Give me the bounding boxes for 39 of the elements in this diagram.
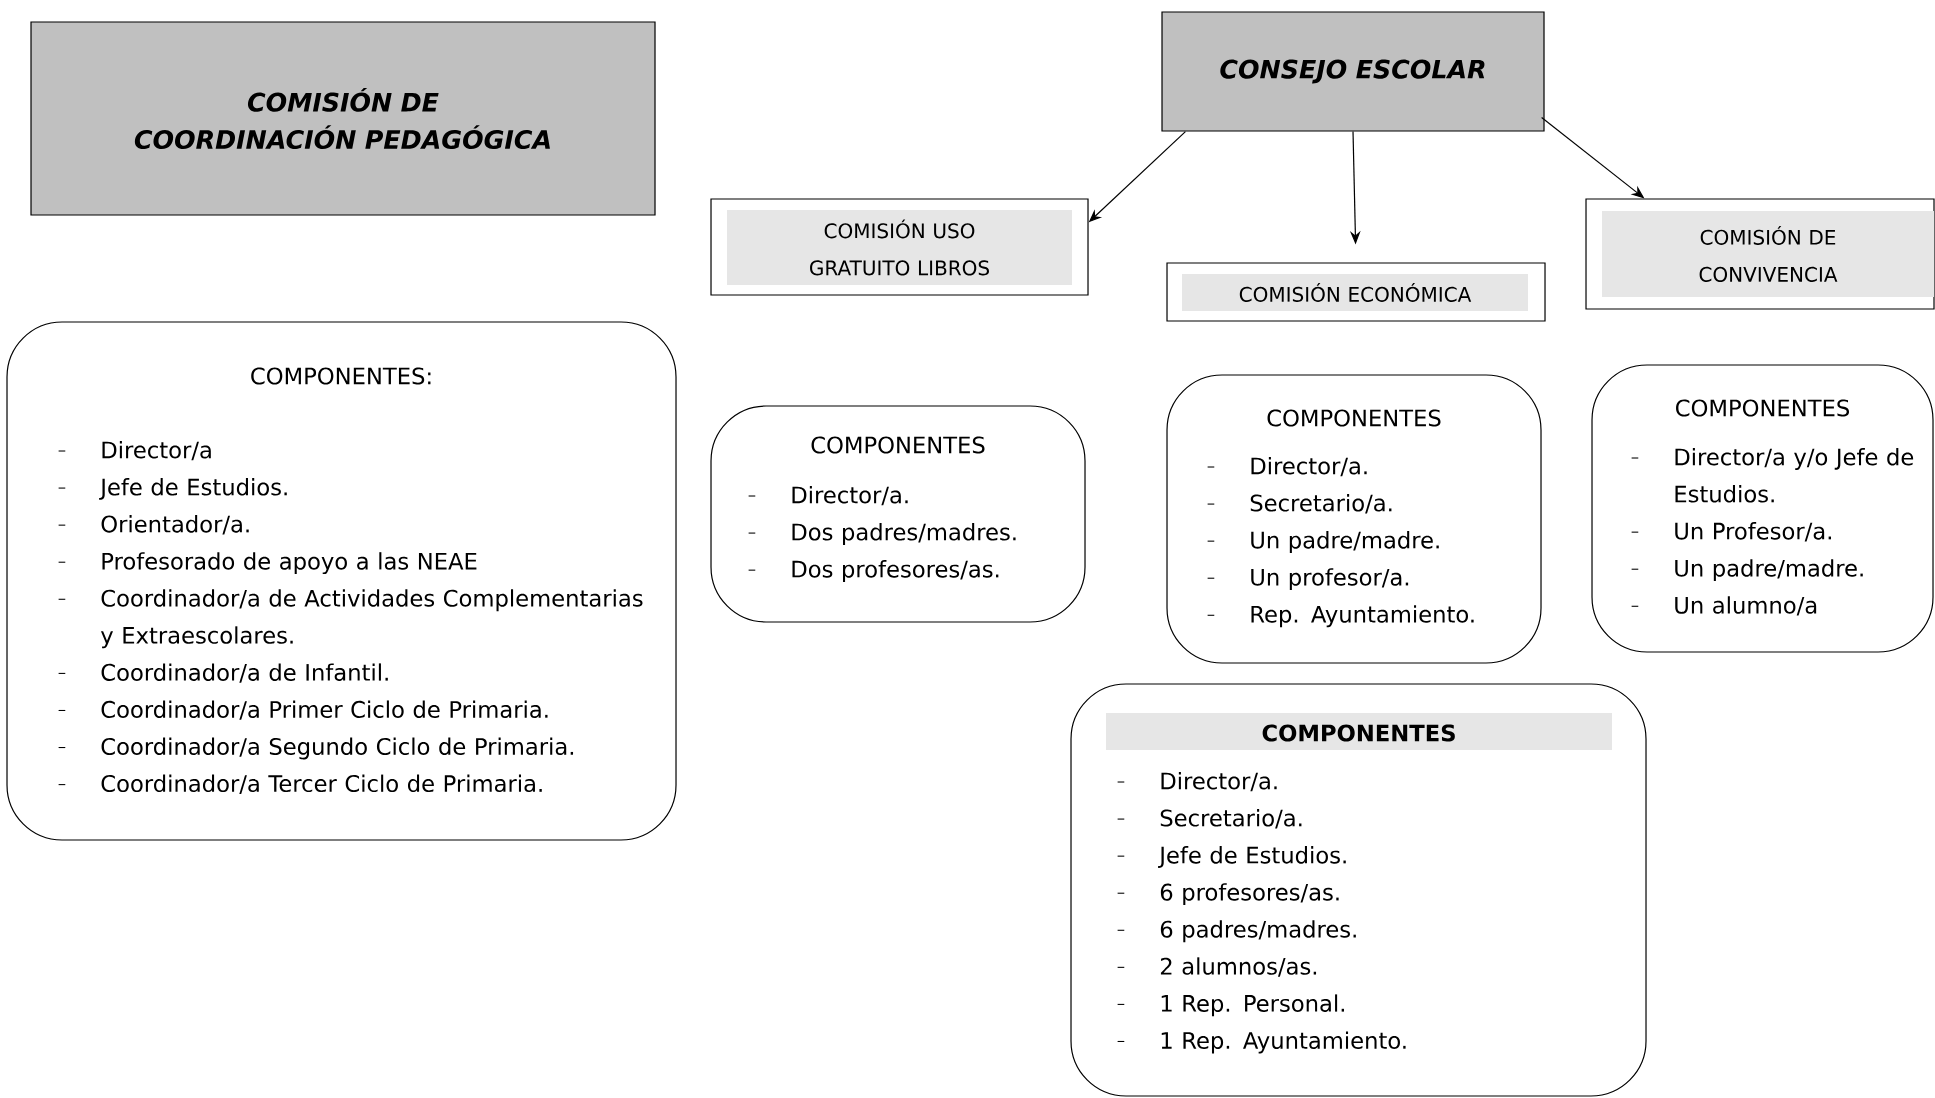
list-item: Profesorado de apoyo a las NEAE (102, 552, 477, 575)
list-item: Jefe de Estudios. (1158, 846, 1346, 868)
heading-text: COMPONENTES: (251, 367, 431, 385)
list-item: Un padre/madre. (1251, 531, 1439, 554)
list-item: 1 Rep. Personal. (1161, 994, 1344, 1017)
list-item: Un profesor/a. (1251, 568, 1409, 591)
list-item: Dos padres/madres. (792, 523, 1016, 545)
title-box: COMISIÓN DE COORDINACIÓN PEDAGÓGICA (30, 21, 656, 216)
list-item: Dos profesores/as. (792, 560, 999, 583)
heading-text: COMPONENTES (1267, 409, 1441, 427)
list-item: Coordinador/a Primer Ciclo de Primaria. (101, 700, 548, 720)
list-item: Coordinador/a Segundo Ciclo de Primaria. (101, 737, 574, 760)
list-item: 1 Rep. Ayuntamiento. (1161, 1031, 1406, 1054)
list-item: Coordinador/a de Infantil. (101, 663, 388, 683)
list-item: 6 profesores/as. (1160, 883, 1339, 906)
heading-text: COMPONENTES (1676, 399, 1849, 417)
list-item: 2 alumnos/as. (1160, 957, 1317, 977)
list-item: Coordinador/a Tercer Ciclo de Primaria. (101, 774, 542, 794)
list-item: Un padre/madre. (1675, 559, 1863, 582)
list-item: Secretario/a. (1160, 809, 1302, 829)
title-box: CONSEJO ESCOLAR (1161, 11, 1545, 132)
list-item: Director/a. (1251, 457, 1367, 477)
list-item: Director/a. (792, 486, 908, 506)
list-item: Orientador/a. (101, 515, 249, 535)
list-item: Jefe de Estudios. (99, 478, 287, 500)
committee-box: COMISIÓN USO GRATUITO LIBROS (710, 198, 1089, 296)
list-item: Director/a y/o Jefe de Estudios. (1675, 448, 1914, 503)
committee-box: COMISIÓN ECONÓMICA (1166, 262, 1546, 322)
list-item: Coordinador/a de Actividades Complementarias y Extraescolares. (100, 589, 643, 649)
list-item: Secretario/a. (1250, 494, 1392, 514)
committee-box: COMISIÓN DE CONVIVENCIA (1585, 198, 1935, 310)
heading-band: COMPONENTES (1106, 713, 1612, 750)
list-item: Director/a (102, 441, 211, 461)
list-item: Rep. Ayuntamiento. (1251, 605, 1474, 628)
list-item: Director/a. (1161, 772, 1277, 792)
list-item: 6 padres/madres. (1160, 920, 1356, 943)
list-item: Un Profesor/a. (1675, 522, 1831, 542)
heading-text: COMPONENTES (811, 436, 985, 454)
list-item: Un alumno/a (1675, 596, 1817, 616)
